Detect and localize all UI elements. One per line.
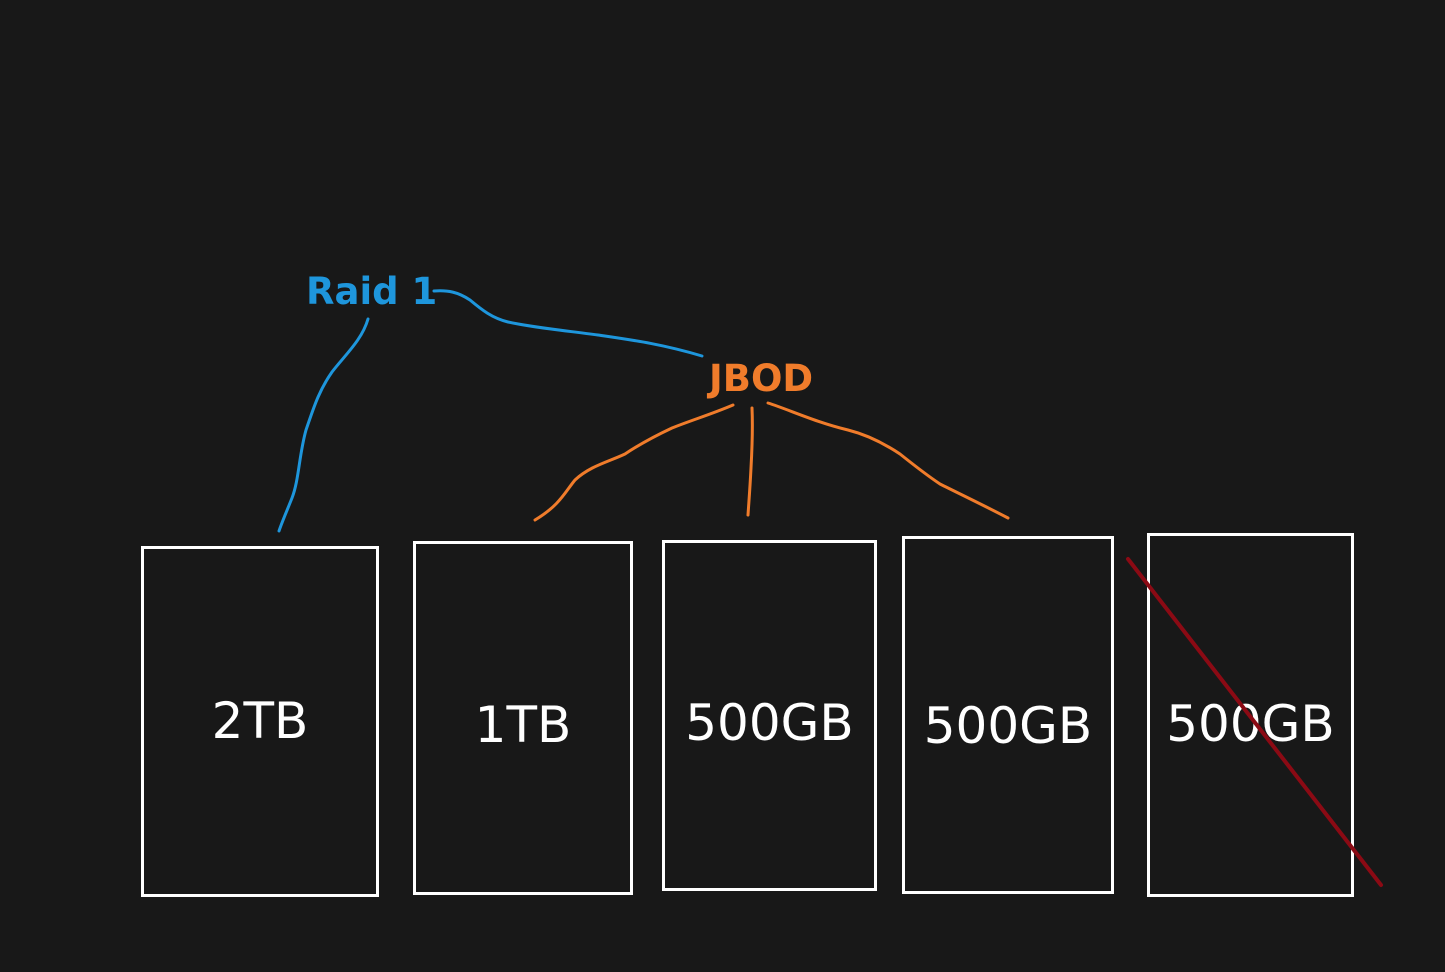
drive-capacity-label: 500GB (1166, 695, 1335, 753)
jbod-to-500gb-b-connector (766, 401, 1010, 520)
drive-capacity-label: 500GB (685, 693, 854, 752)
jbod-to-500gb-a-connector (746, 406, 754, 517)
drive-capacity-label: 1TB (474, 696, 572, 754)
raid-to-2tb-connector (277, 317, 370, 533)
drive-capacity-label: 500GB (923, 697, 1093, 755)
drive-500gb-excluded: 500GB (1147, 533, 1354, 897)
drive-capacity-label: 2TB (211, 691, 309, 750)
drive-500gb-a: 500GB (662, 540, 877, 891)
jbod-to-1tb-connector (533, 403, 735, 522)
drive-1tb: 1TB (413, 541, 633, 895)
drive-2tb: 2TB (141, 546, 379, 897)
raid-to-jbod-connector (432, 289, 704, 358)
jbod-label: JBOD (709, 357, 814, 400)
raid-1-label: Raid 1 (306, 270, 438, 313)
drive-500gb-b: 500GB (902, 536, 1114, 894)
